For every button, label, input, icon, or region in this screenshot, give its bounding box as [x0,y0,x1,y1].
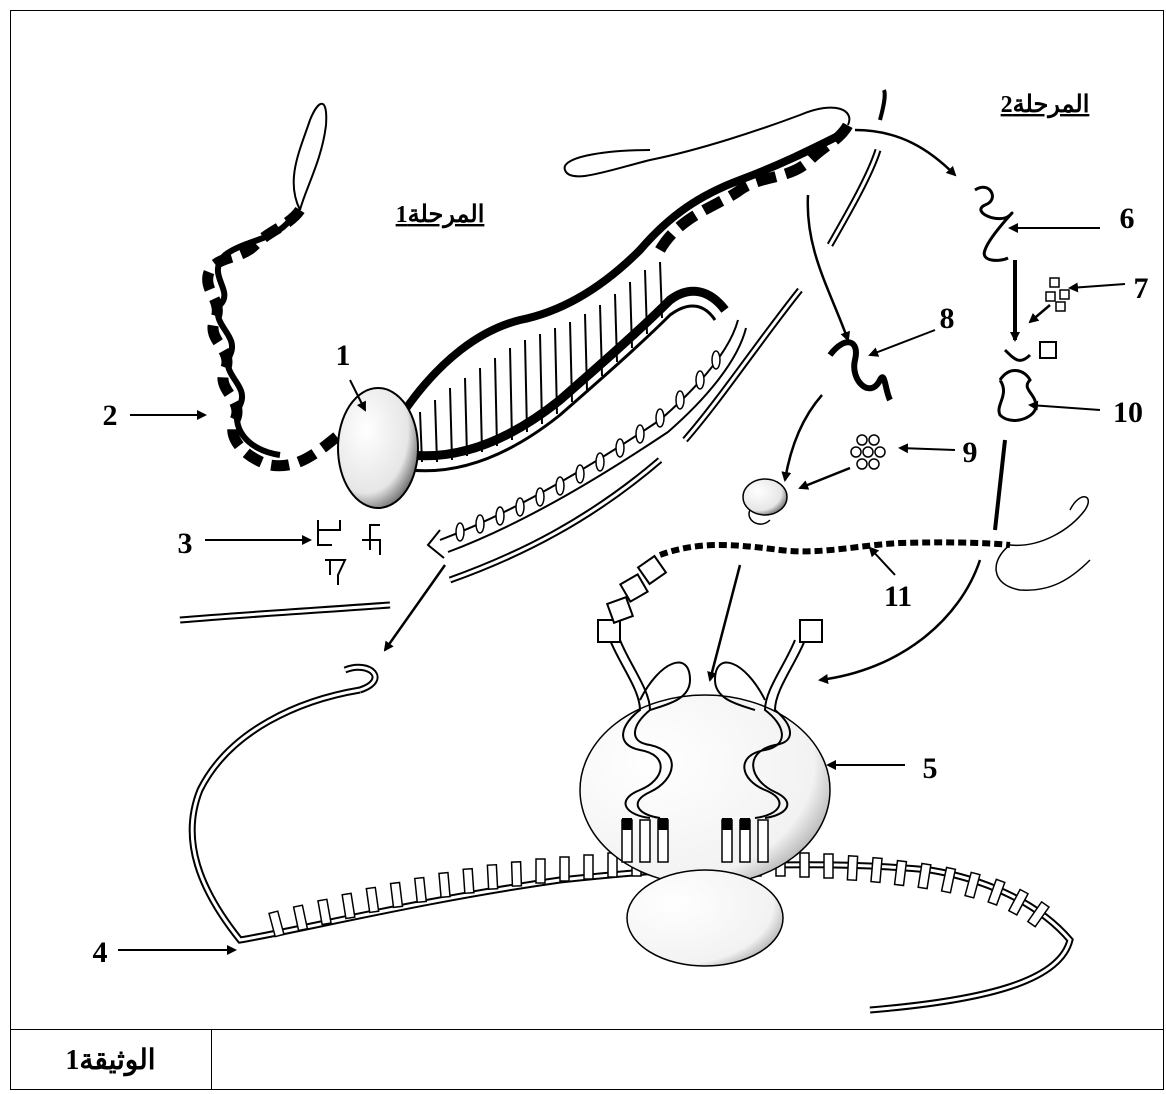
label-7: 7 [1134,272,1149,305]
nucleotides-3 [318,520,380,585]
label-8: 8 [940,302,955,335]
label-4: 4 [93,936,108,969]
ribosome-large-subunit [580,695,830,885]
label-3: 3 [178,527,193,560]
rna-polymerase [338,388,418,508]
polypeptide-chain [607,497,1090,623]
label-11: 11 [884,580,912,613]
caption-cell: الوثيقة1 [10,1030,212,1090]
document-caption: الوثيقة1 [65,1043,155,1077]
label-1: 1 [336,339,351,372]
label-9: 9 [963,436,978,469]
caption-row: الوثيقة1 [10,1029,1164,1090]
label-5: 5 [923,752,938,785]
stage-1-title: المرحلة1 [396,202,485,229]
mrna-transcript [180,90,1070,1010]
dna-helix [208,104,850,471]
ribosome-small-subunit [627,870,783,966]
small-subunit-free [743,479,787,515]
stage-2-title: المرحلة2 [1001,92,1090,119]
label-10: 10 [1113,396,1143,429]
ribosome [580,695,830,966]
label-6: 6 [1120,202,1135,235]
label-2: 2 [103,399,118,432]
